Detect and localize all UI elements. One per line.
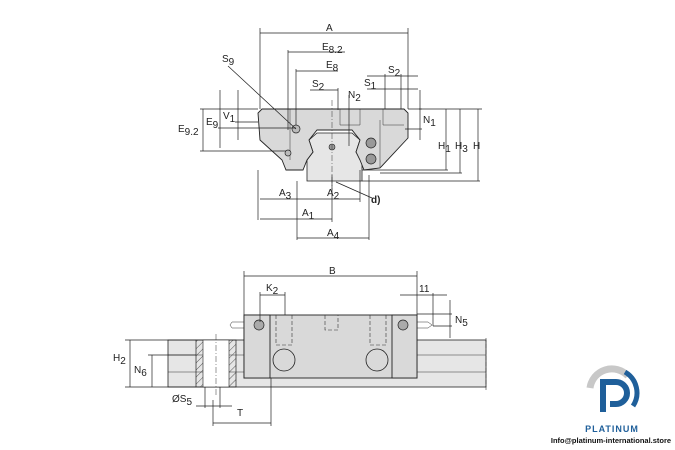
dim-A4: A4 <box>327 228 340 242</box>
side-view: B K2 11 N5 H2 N6 ØS5 T <box>113 266 487 426</box>
dim-A: A <box>326 23 333 34</box>
dim-H: H <box>473 141 480 152</box>
dim-K2: K2 <box>266 283 279 297</box>
contact-email: Info@platinum-international.store <box>551 436 671 445</box>
lube-nipple-icon <box>253 319 265 331</box>
dim-H1: H1 <box>438 141 451 155</box>
dim-E9.2: E9.2 <box>178 124 199 138</box>
dim-S9: S9 <box>222 54 235 68</box>
dim-H3: H3 <box>455 141 468 155</box>
dim-N1: N1 <box>423 115 436 129</box>
note-d: d) <box>371 195 380 206</box>
lube-nipple-icon <box>397 319 409 331</box>
seal-icon <box>365 137 377 149</box>
dim-A1: A1 <box>302 208 315 222</box>
dim-N5: N5 <box>455 315 468 329</box>
dim-N2: N2 <box>348 90 361 104</box>
dim-S1: S1 <box>364 78 377 92</box>
front-view: A E8.2 E8 S9 S2 N2 S1 S2 N1 H1 H3 H E9 V… <box>178 23 482 242</box>
dim-H2: H2 <box>113 353 126 367</box>
dim-E8.2: E8.2 <box>322 42 343 56</box>
screw-icon <box>284 149 292 157</box>
dim-T: T <box>237 408 243 419</box>
dim-E8: E8 <box>326 60 339 74</box>
dim-A2: A2 <box>327 188 340 202</box>
brand-name: PLATINUM <box>585 424 639 434</box>
dim-S2-right: S2 <box>388 65 401 79</box>
seal-icon <box>365 153 377 165</box>
dim-S5: ØS5 <box>172 394 192 408</box>
dim-V1: V1 <box>223 111 236 125</box>
dim-E9: E9 <box>206 117 219 131</box>
carriage-body <box>243 314 418 379</box>
dim-A3: A3 <box>279 188 292 202</box>
rail-profile <box>306 132 363 182</box>
dim-11: 11 <box>419 284 430 295</box>
dim-N6: N6 <box>134 365 147 379</box>
dim-S2-left: S2 <box>312 79 325 93</box>
platinum-logo: PLATINUM Info@platinum-international.sto… <box>551 365 671 445</box>
dim-B: B <box>329 266 336 277</box>
